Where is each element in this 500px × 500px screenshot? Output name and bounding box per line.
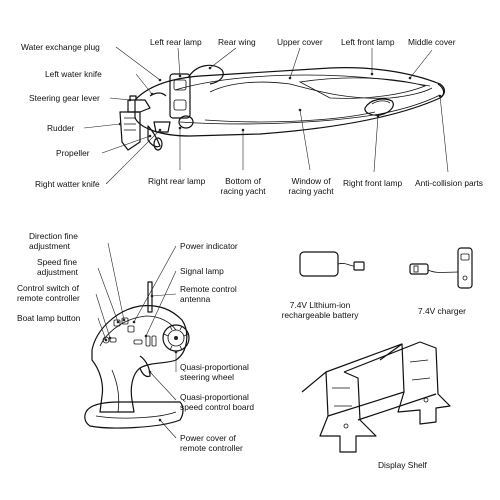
label-left-front-lamp: Left front lamp (341, 37, 395, 47)
controller-leader-lines (95, 242, 178, 439)
label-boat-lamp-button: Boat lamp button (17, 313, 81, 323)
label-charger: 7.4V charger (418, 306, 466, 316)
label-right-water-knife: Right watter knife (35, 179, 100, 189)
display-shelf-illustration (301, 341, 451, 453)
battery-illustration (299, 251, 365, 277)
label-water-exchange-plug: Water exchange plug (21, 42, 100, 52)
label-middle-cover: Middle cover (408, 37, 456, 47)
label-rear-wing: Rear wing (218, 37, 256, 47)
label-upper-cover: Upper cover (277, 37, 323, 47)
label-right-rear-lamp: Right rear lamp (148, 176, 206, 186)
label-left-rear-lamp: Left rear lamp (150, 37, 202, 47)
label-anti-collision-parts: Anti-collision parts (415, 178, 483, 188)
label-display-shelf: Display Shelf (378, 460, 427, 470)
label-power-indicator: Power indicator (180, 241, 238, 251)
label-signal-lamp: Signal lamp (180, 266, 224, 276)
controller-illustration (84, 281, 190, 429)
label-propeller: Propeller (56, 148, 90, 158)
label-steering-gear-lever: Steering gear lever (29, 93, 100, 103)
charger-illustration (409, 247, 473, 289)
label-right-front-lamp: Right front lamp (343, 178, 403, 188)
boat-illustration (119, 64, 446, 151)
boat-leader-lines (83, 46, 449, 185)
label-rudder: Rudder (47, 123, 75, 133)
label-left-water-knife: Left water knife (45, 69, 102, 79)
